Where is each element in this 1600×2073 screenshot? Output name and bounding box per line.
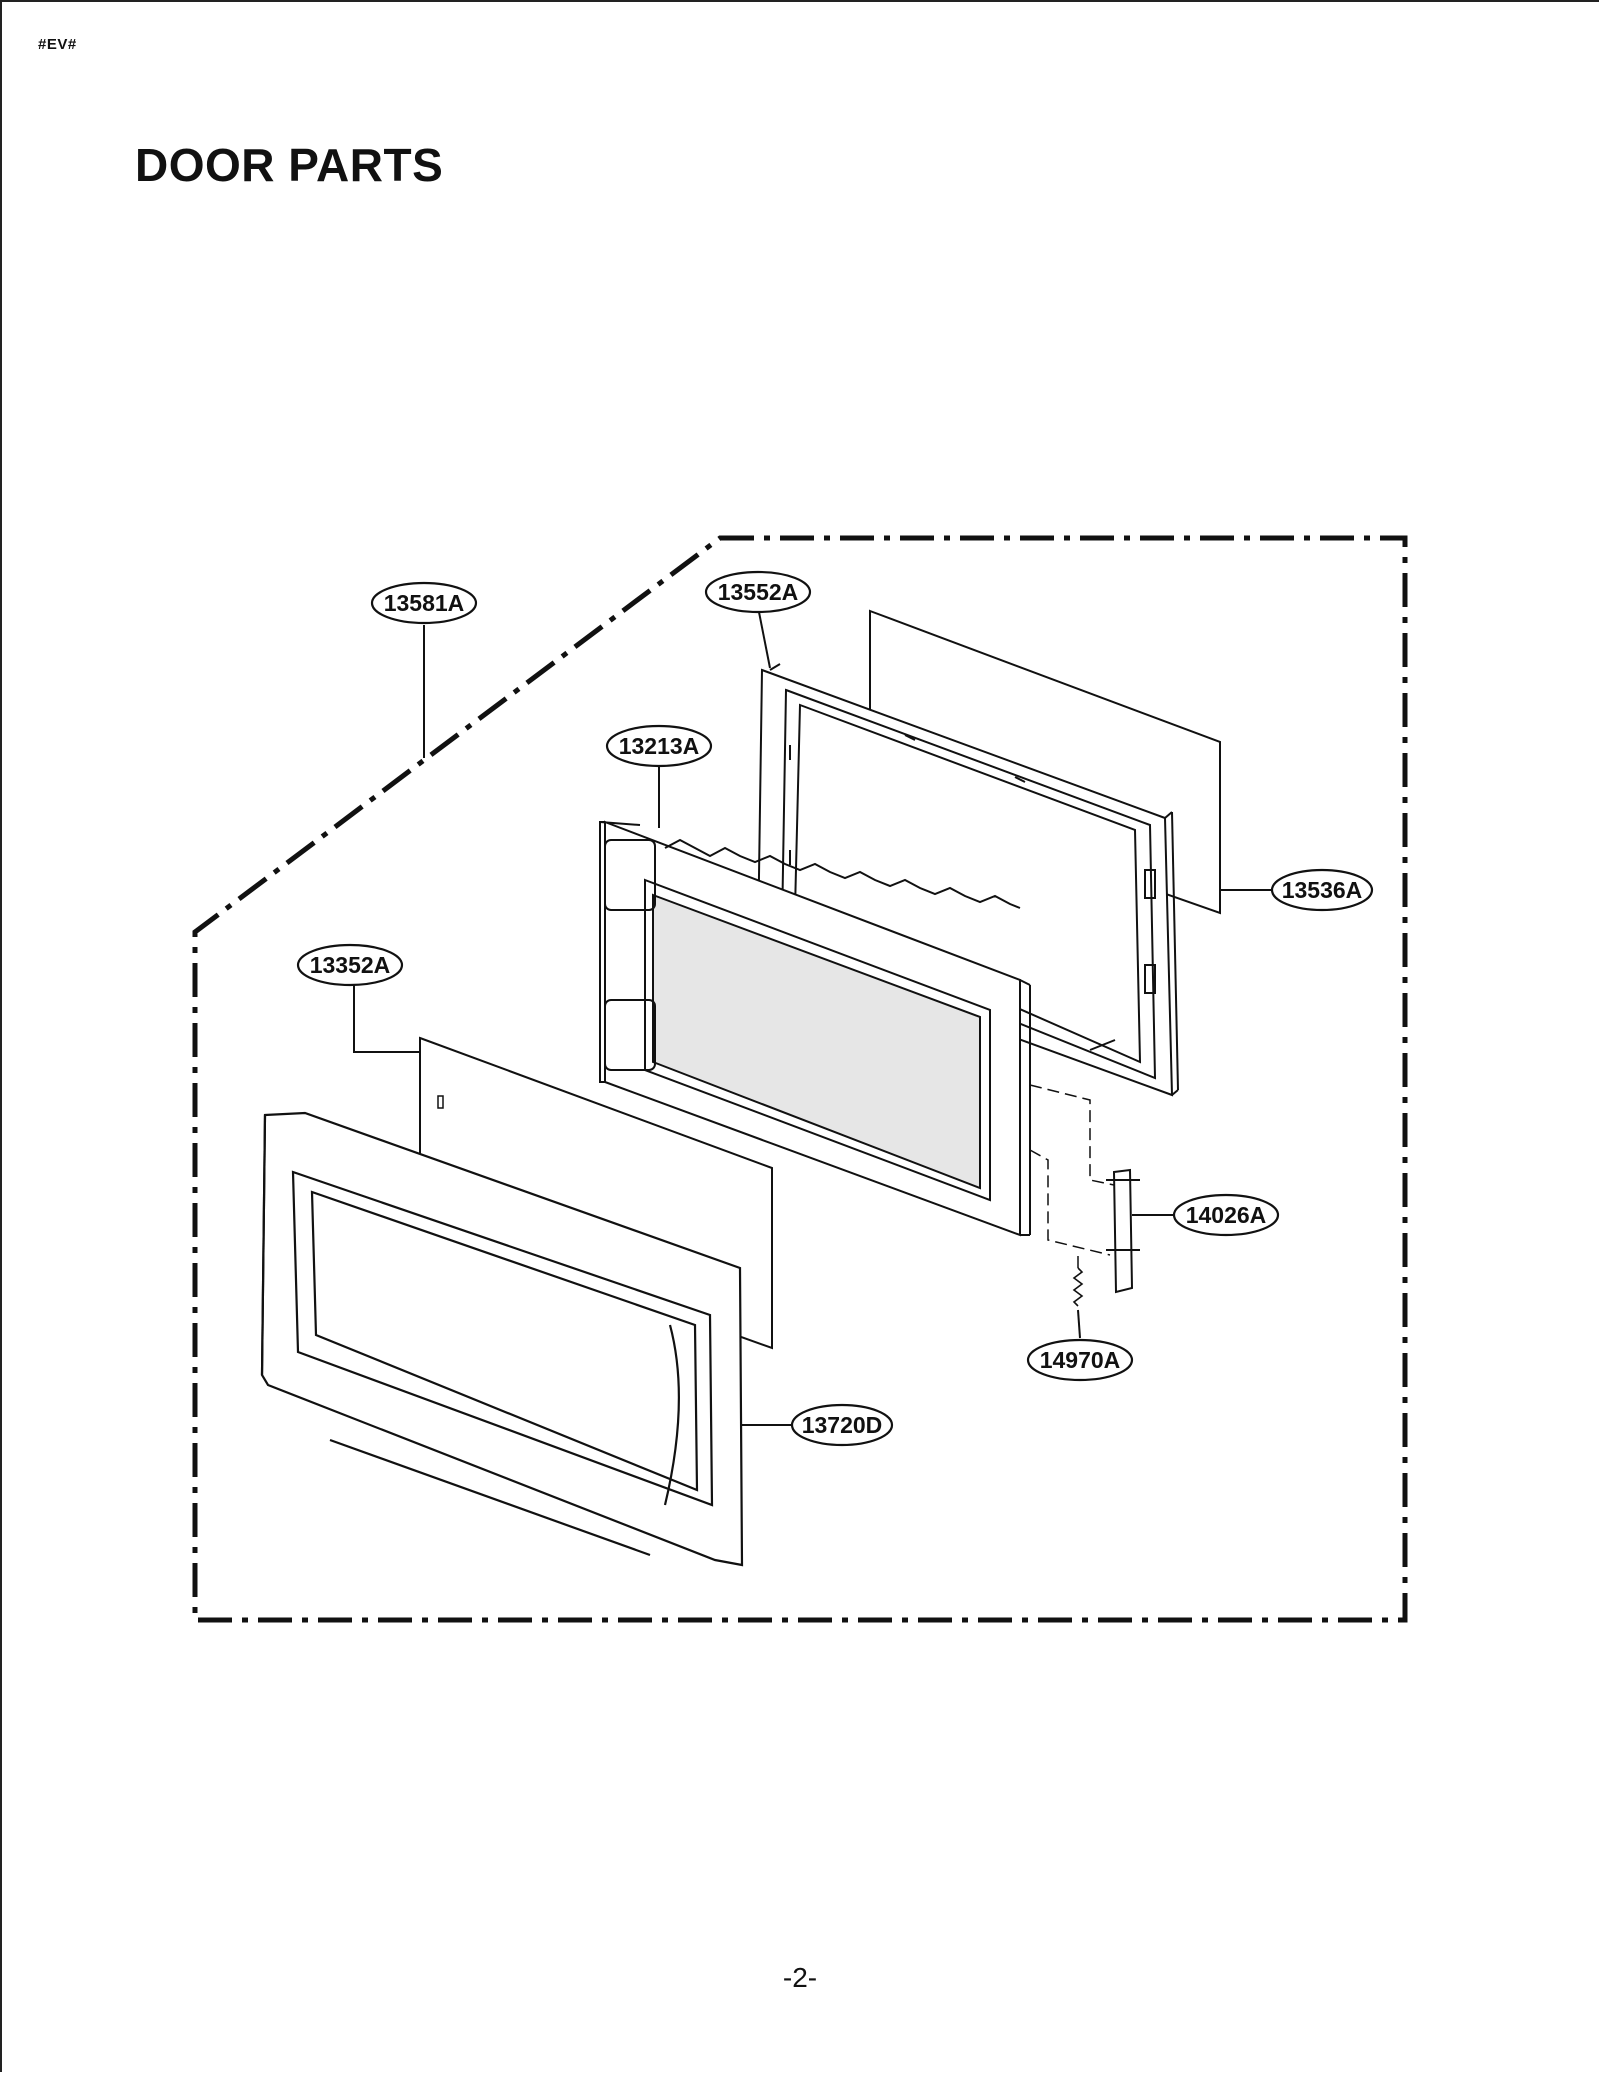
svg-text:14970A: 14970A (1040, 1347, 1121, 1373)
svg-text:13352A: 13352A (310, 952, 391, 978)
page-title: DOOR PARTS (135, 139, 444, 191)
choke-cover-part (756, 663, 1179, 1097)
svg-text:13581A: 13581A (384, 590, 465, 616)
svg-text:13536A: 13536A (1282, 877, 1363, 903)
assembly-guide-lines (1029, 1084, 1115, 1268)
assembly-boundary (192, 535, 1408, 1623)
callout-13352A: 13352A (296, 943, 404, 987)
callout-13720D: 13720D (790, 1403, 894, 1447)
svg-text:13552A: 13552A (718, 579, 799, 605)
latch-key-part (1106, 1168, 1140, 1294)
leader-lines (353, 606, 1275, 1426)
callout-13552A: 13552A (704, 570, 812, 614)
callout-13581A: 13581A (370, 581, 478, 625)
callout-14970A: 14970A (1026, 1338, 1134, 1382)
callout-13536A: 13536A (1270, 868, 1374, 912)
document-code: #EV# (38, 36, 77, 53)
callout-14026A: 14026A (1172, 1193, 1280, 1237)
page-number: -2- (782, 1962, 818, 1993)
svg-text:13720D: 13720D (802, 1412, 883, 1438)
svg-text:13213A: 13213A (619, 733, 700, 759)
svg-text:14026A: 14026A (1186, 1202, 1267, 1228)
spring-part (1072, 1267, 1084, 1307)
door-front-part (260, 1111, 744, 1567)
door-frame-part (599, 820, 1031, 1237)
callout-13213A: 13213A (605, 724, 713, 768)
